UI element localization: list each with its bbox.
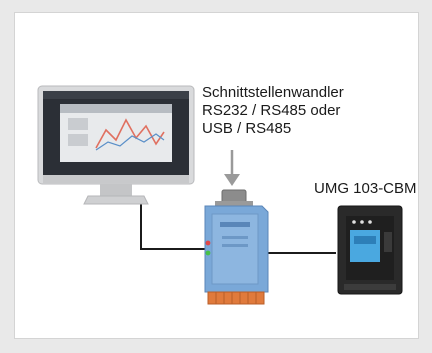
converter-label-line2: RS232 / RS485 oder bbox=[202, 102, 341, 119]
energy-meter-icon bbox=[337, 205, 403, 295]
converter-label: Schnittstellenwandler RS232 / RS485 oder… bbox=[202, 84, 344, 138]
converter-label-line3: USB / RS485 bbox=[202, 120, 292, 137]
down-arrow-icon bbox=[224, 150, 240, 186]
device-label: UMG 103-CBM bbox=[314, 180, 417, 197]
monitor-icon bbox=[37, 85, 195, 205]
converter-label-line1: Schnittstellenwandler bbox=[202, 84, 344, 101]
interface-converter-icon bbox=[204, 189, 269, 305]
cable-monitor-converter bbox=[140, 198, 208, 250]
